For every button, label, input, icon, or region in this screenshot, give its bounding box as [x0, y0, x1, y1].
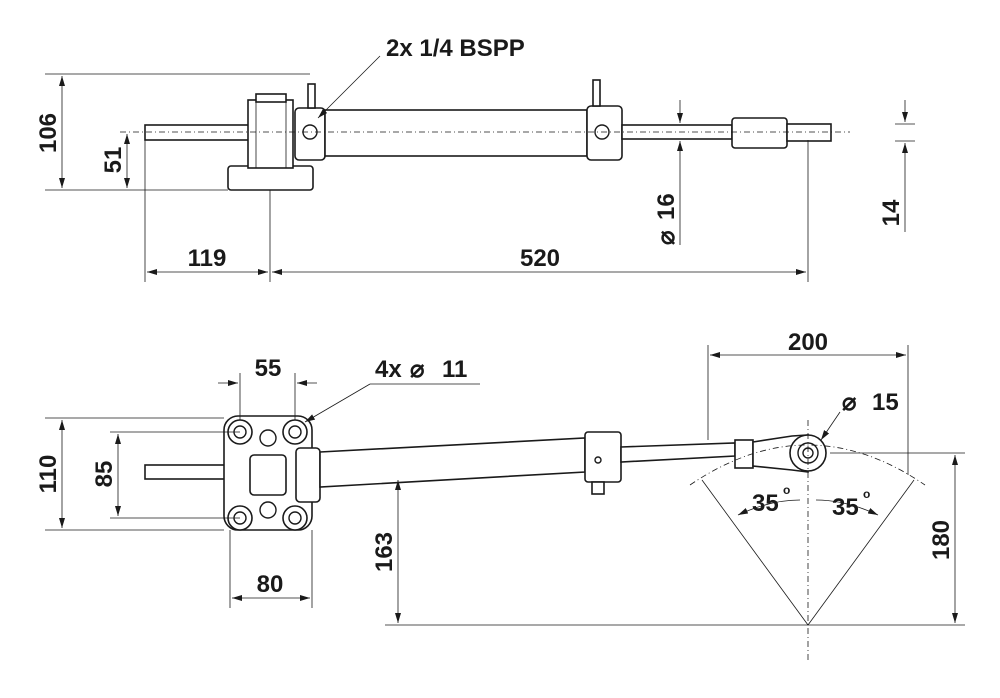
diameter-symbol: ⌀ [653, 230, 680, 245]
angle-left: 35 [752, 490, 779, 517]
degree-right: o [863, 487, 870, 501]
dim-80: 80 [257, 571, 284, 598]
dim-200: 200 [788, 329, 828, 356]
dim-106: 106 [35, 113, 62, 153]
diameter-symbol: ⌀ [842, 389, 857, 416]
dim-180: 180 [928, 520, 955, 560]
diameter-symbol: ⌀ [410, 356, 425, 383]
top-cylinder-shape [120, 79, 850, 191]
dim-119: 119 [188, 245, 227, 272]
dim-16: 16 [653, 193, 680, 220]
bottom-view: 55 4x ⌀ 11 110 85 80 163 180 200 ⌀ 15 35… [35, 329, 965, 660]
dim-110: 110 [35, 455, 62, 494]
dim-520: 520 [520, 245, 560, 272]
holes-count: 4x [375, 356, 402, 383]
dim-85: 85 [91, 461, 118, 488]
angle-right: 35 [832, 494, 859, 521]
dim-163: 163 [371, 532, 398, 572]
dim-11: 11 [442, 356, 467, 383]
port-label: 2x 1/4 BSPP [386, 35, 525, 62]
dim-55: 55 [255, 355, 282, 382]
dim-14: 14 [878, 199, 905, 226]
degree-left: o [783, 483, 790, 497]
bottom-cylinder-shape [144, 415, 827, 531]
dim-51: 51 [100, 147, 127, 174]
top-view: 2x 1/4 BSPP 106 51 119 520 ⌀ 16 14 [35, 35, 915, 282]
dim-15: 15 [872, 389, 899, 416]
